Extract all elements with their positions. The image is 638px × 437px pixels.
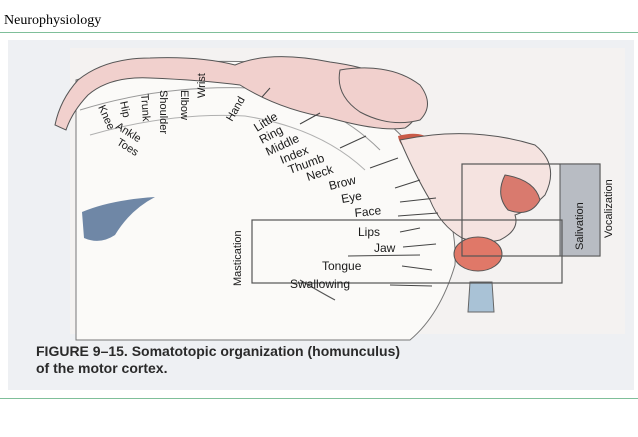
label-shoulder: Shoulder: [157, 90, 169, 134]
homunculus-face: [399, 133, 552, 243]
label-brow: Brow: [327, 173, 357, 193]
label-swallowing: Swallowing: [290, 277, 350, 291]
homunculus-figure: Knee Hip Trunk Shoulder Elbow Wrist Hand…: [0, 40, 638, 390]
homunculus-mouth: [500, 174, 541, 213]
label-face: Face: [354, 203, 382, 220]
label-hip: Hip: [117, 100, 132, 119]
homunculus-hand: [338, 67, 428, 124]
pharynx-shape: [467, 281, 495, 313]
ventricle-shape: [82, 197, 155, 241]
label-tongue: Tongue: [322, 259, 362, 273]
label-vocalization: Vocalization: [603, 179, 615, 238]
label-trunk: Trunk: [138, 93, 152, 122]
label-eye: Eye: [340, 189, 363, 206]
page-title: Neurophysiology: [4, 13, 102, 28]
label-jaw: Jaw: [374, 241, 396, 255]
salivation-box: [559, 163, 601, 257]
footer-divider: [0, 398, 638, 399]
figure-caption-line2: of the motor cortex.: [36, 360, 167, 376]
sulcus-line: [299, 279, 336, 301]
homunculus-tongue: [453, 236, 503, 272]
label-elbow: Elbow: [178, 90, 190, 120]
figure-caption-line1: FIGURE 9–15. Somatotopic organization (h…: [36, 343, 400, 359]
label-wrist: Wrist: [196, 73, 208, 98]
cortex-arc: [89, 114, 366, 171]
header-divider: [0, 32, 638, 33]
mastication-box: [251, 219, 563, 284]
label-mastication: Mastication: [232, 230, 244, 286]
leader-lines: [261, 87, 439, 287]
label-salivation: Salivation: [574, 202, 586, 250]
label-lips: Lips: [358, 225, 380, 239]
